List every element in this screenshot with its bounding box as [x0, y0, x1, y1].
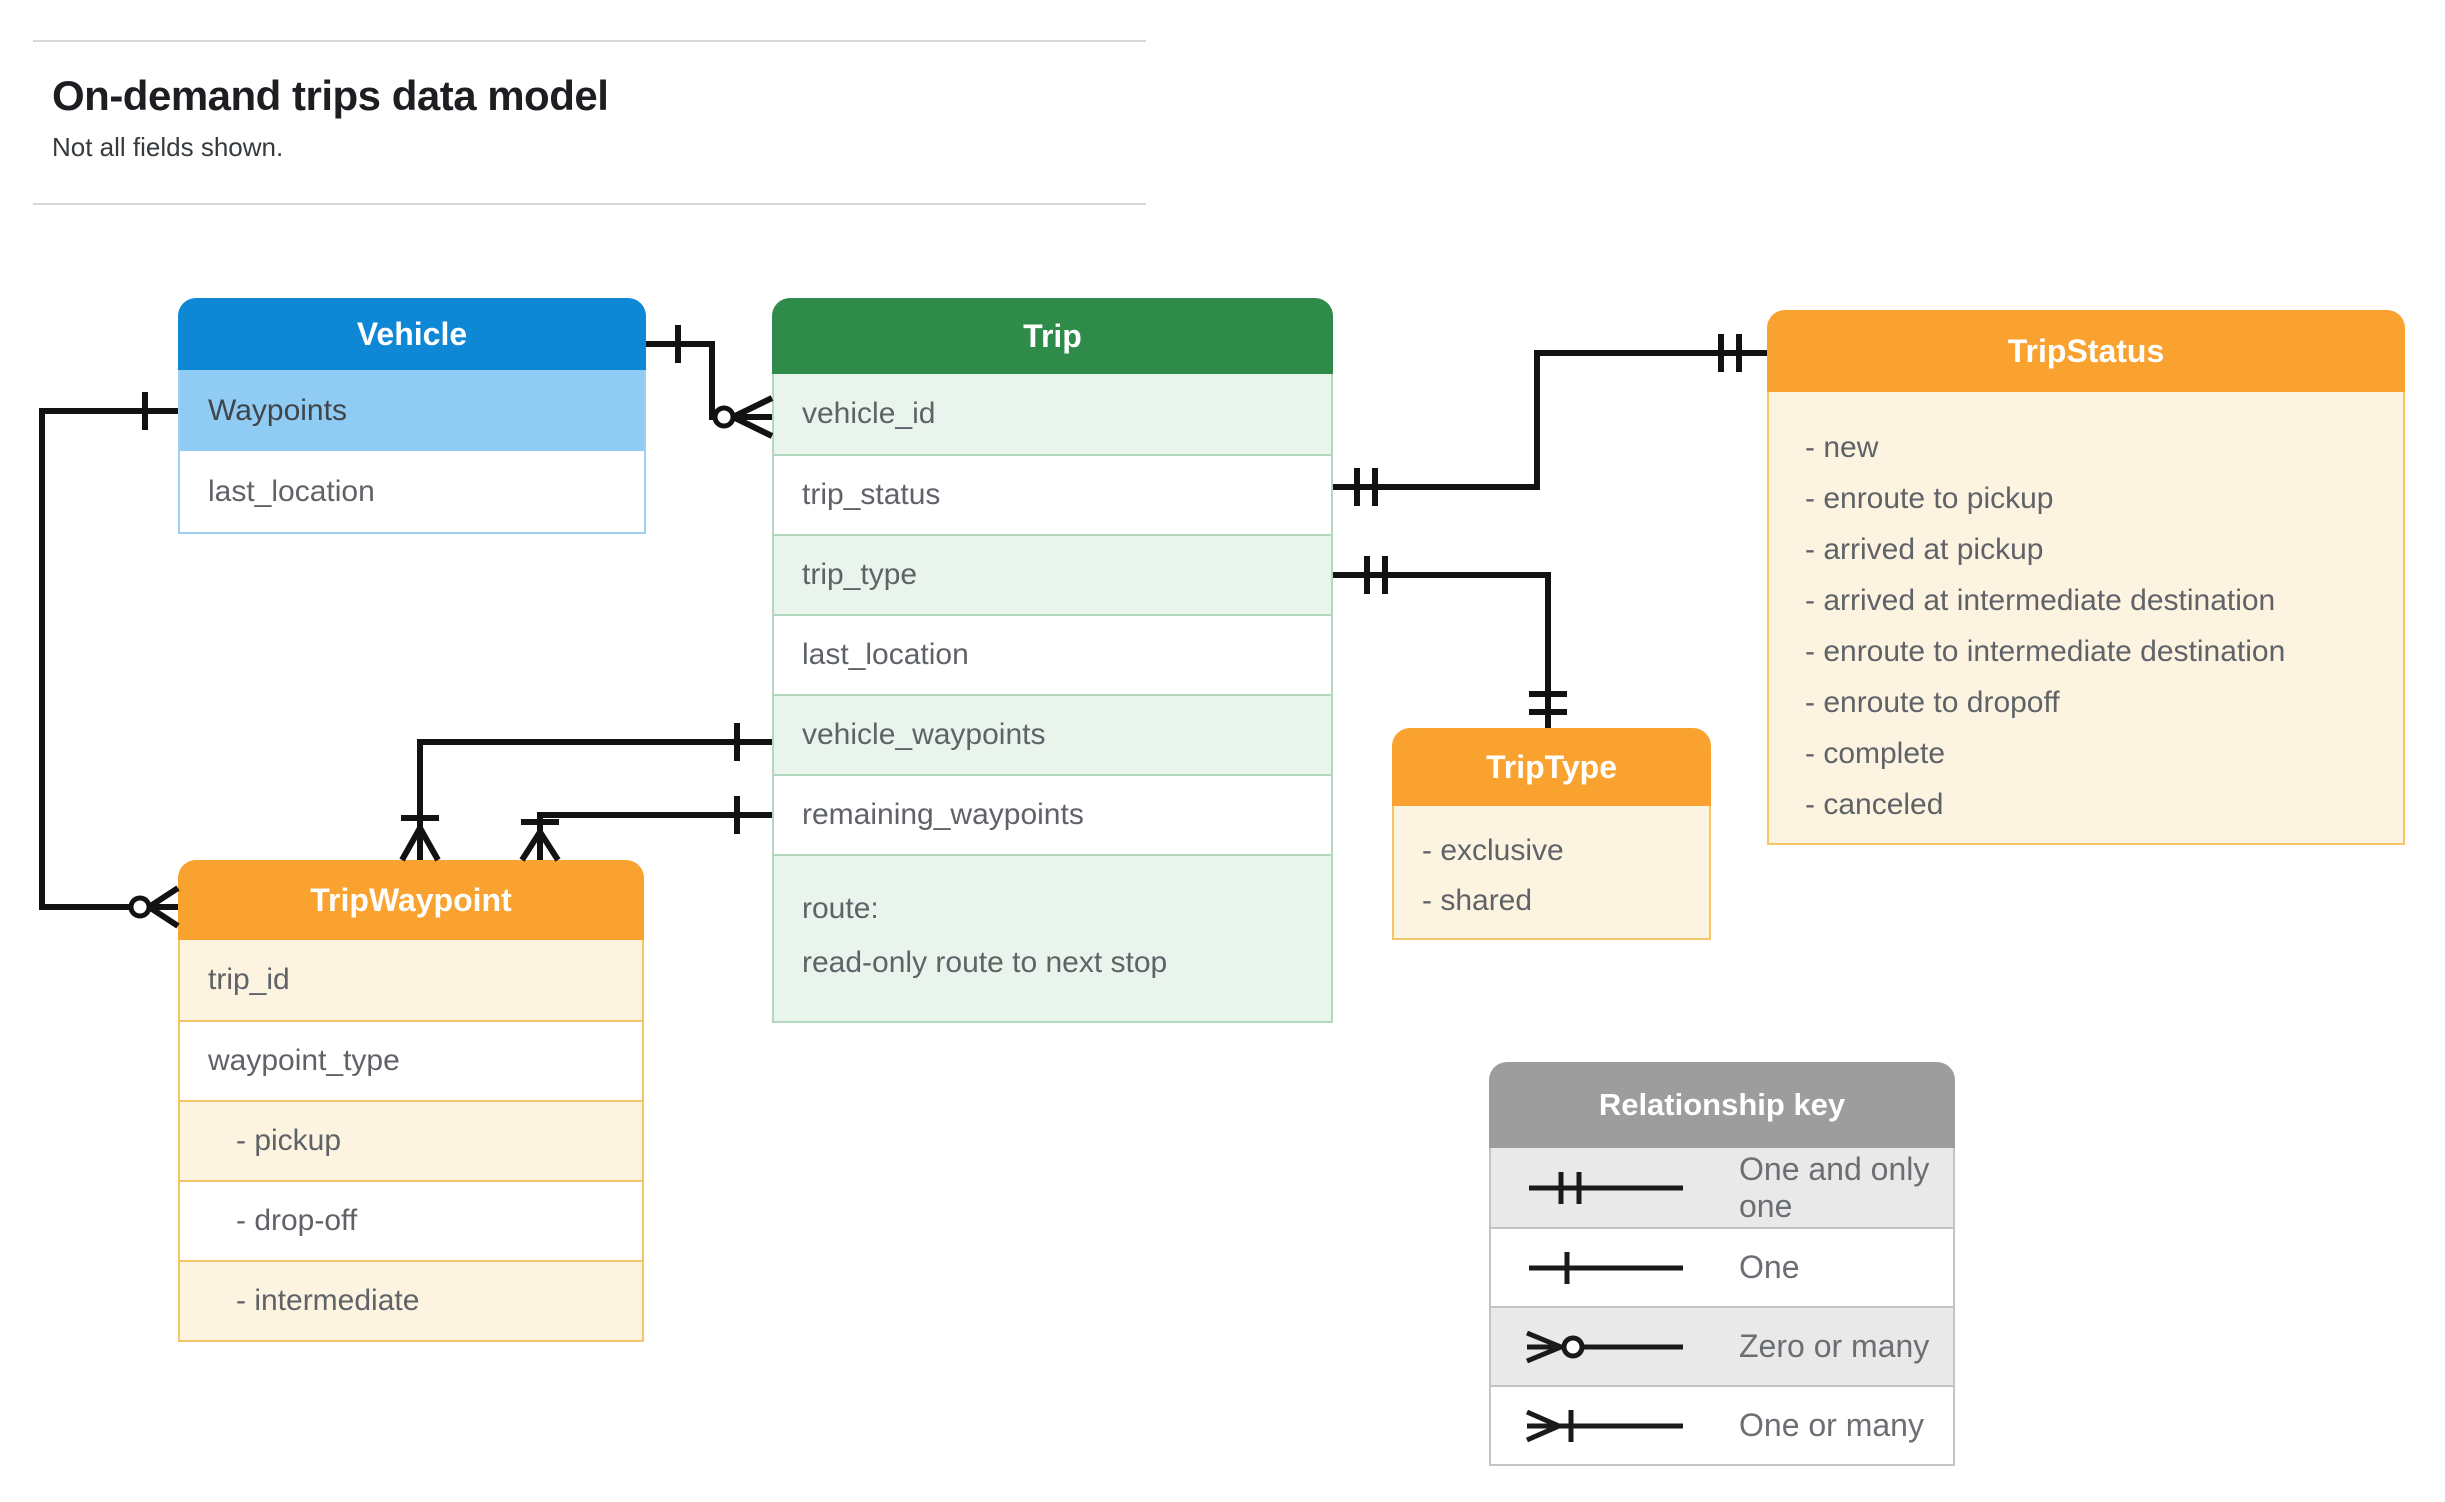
- field-label: trip_id: [208, 963, 290, 996]
- enum-value: - new: [1805, 431, 1879, 464]
- rel-vehicle-to-trip: [646, 325, 774, 439]
- field-vehicle-waypoints: Waypoints: [180, 370, 644, 451]
- field-label: Waypoints: [208, 393, 347, 427]
- field-trip-remaining-waypoints: remaining_waypoints: [774, 774, 1331, 854]
- legend-row-one: One: [1491, 1227, 1953, 1306]
- field-label: vehicle_id: [802, 397, 936, 430]
- entity-trip-waypoint: TripWaypoint trip_id waypoint_type - pic…: [178, 860, 644, 1342]
- entity-trip-type-values: - exclusive - shared: [1392, 806, 1711, 940]
- entity-trip-header: Trip: [772, 298, 1333, 374]
- entity-trip-waypoint-header: TripWaypoint: [178, 860, 644, 940]
- rel-trip-status-to-tripstatus: [1333, 334, 1767, 506]
- field-label: route:: [802, 892, 879, 925]
- field-waypoint-pickup: - pickup: [180, 1100, 642, 1180]
- page-title: On-demand trips data model: [52, 72, 609, 119]
- field-trip-vehicle-waypoints: vehicle_waypoints: [774, 694, 1331, 774]
- enum-value: - complete: [1805, 737, 1946, 770]
- entity-trip: Trip vehicle_id trip_status trip_type la…: [772, 298, 1333, 1023]
- legend-row-one-and-only-one: One and only one: [1491, 1148, 1953, 1227]
- field-trip-last-location: last_location: [774, 614, 1331, 694]
- rel-trip-type-to-triptype: [1333, 556, 1567, 728]
- entity-trip-rows: vehicle_id trip_status trip_type last_lo…: [772, 374, 1333, 1023]
- entity-vehicle-rows: Waypoints last_location: [178, 370, 646, 534]
- field-label: remaining_waypoints: [802, 798, 1084, 831]
- title-divider: [33, 203, 1146, 205]
- legend-label: One or many: [1739, 1407, 1924, 1443]
- enum-value: - arrived at pickup: [1805, 533, 2044, 566]
- field-trip-type: trip_type: [774, 534, 1331, 614]
- field-waypoint-trip-id: trip_id: [180, 940, 642, 1020]
- entity-trip-type-header: TripType: [1392, 728, 1711, 806]
- legend-label: One: [1739, 1249, 1800, 1285]
- field-label: trip_type: [802, 558, 918, 591]
- field-trip-vehicle-id: vehicle_id: [774, 374, 1331, 454]
- zero-or-many-icon: [1526, 1330, 1683, 1363]
- page-subtitle: Not all fields shown.: [52, 132, 284, 162]
- one-and-only-one-icon: [1529, 1171, 1683, 1204]
- enum-value: - enroute to intermediate destination: [1805, 635, 2286, 668]
- field-label: - drop-off: [236, 1204, 358, 1237]
- relationship-key-rows: One and only one One Zero or many: [1489, 1148, 1955, 1466]
- top-divider: [33, 40, 1146, 42]
- relationship-key: Relationship key One and only one One: [1489, 1062, 1955, 1466]
- field-label: - intermediate: [236, 1284, 420, 1317]
- entity-trip-status-values: - new - enroute to pickup - arrived at p…: [1767, 392, 2405, 845]
- enum-value: - arrived at intermediate destination: [1805, 584, 2276, 617]
- rel-vehicle-waypoints-field-to-tripwaypoint: [399, 723, 772, 862]
- one-or-many-icon: [1525, 1409, 1683, 1442]
- rel-vehicle-waypoints-to-tripwaypoint: [39, 392, 180, 929]
- field-vehicle-last-location: last_location: [180, 451, 644, 532]
- entity-trip-type: TripType - exclusive - shared: [1392, 728, 1711, 940]
- one-icon: [1529, 1251, 1683, 1284]
- entity-trip-status-header: TripStatus: [1767, 310, 2405, 392]
- legend-label: One and only one: [1739, 1150, 1930, 1224]
- field-waypoint-dropoff: - drop-off: [180, 1180, 642, 1260]
- field-label: last_location: [208, 474, 375, 508]
- legend-row-one-or-many: One or many: [1491, 1385, 1953, 1464]
- enum-value: - enroute to pickup: [1805, 482, 2054, 515]
- field-label: waypoint_type: [208, 1044, 400, 1077]
- enum-value: - enroute to dropoff: [1805, 686, 2060, 719]
- enum-value: - shared: [1422, 884, 1533, 917]
- legend-label: Zero or many: [1739, 1328, 1930, 1364]
- field-trip-route: route: read-only route to next stop: [774, 854, 1331, 1021]
- enum-value: - canceled: [1805, 788, 1944, 821]
- field-sublabel: read-only route to next stop: [802, 946, 1168, 979]
- field-label: vehicle_waypoints: [802, 718, 1046, 751]
- entity-vehicle: Vehicle Waypoints last_location: [178, 298, 646, 534]
- field-waypoint-type: waypoint_type: [180, 1020, 642, 1100]
- entity-vehicle-header: Vehicle: [178, 298, 646, 370]
- field-trip-status: trip_status: [774, 454, 1331, 534]
- entity-trip-status: TripStatus - new - enroute to pickup - a…: [1767, 310, 2405, 845]
- field-label: trip_status: [802, 478, 941, 511]
- enum-value: - exclusive: [1422, 834, 1564, 867]
- entity-trip-waypoint-rows: trip_id waypoint_type - pickup - drop-of…: [178, 940, 644, 1342]
- field-label: - pickup: [236, 1124, 342, 1157]
- field-waypoint-intermediate: - intermediate: [180, 1260, 642, 1340]
- legend-row-zero-or-many: Zero or many: [1491, 1306, 1953, 1385]
- field-label: last_location: [802, 638, 969, 671]
- rel-remaining-waypoints-to-tripwaypoint: [519, 796, 772, 862]
- relationship-key-header: Relationship key: [1489, 1062, 1955, 1148]
